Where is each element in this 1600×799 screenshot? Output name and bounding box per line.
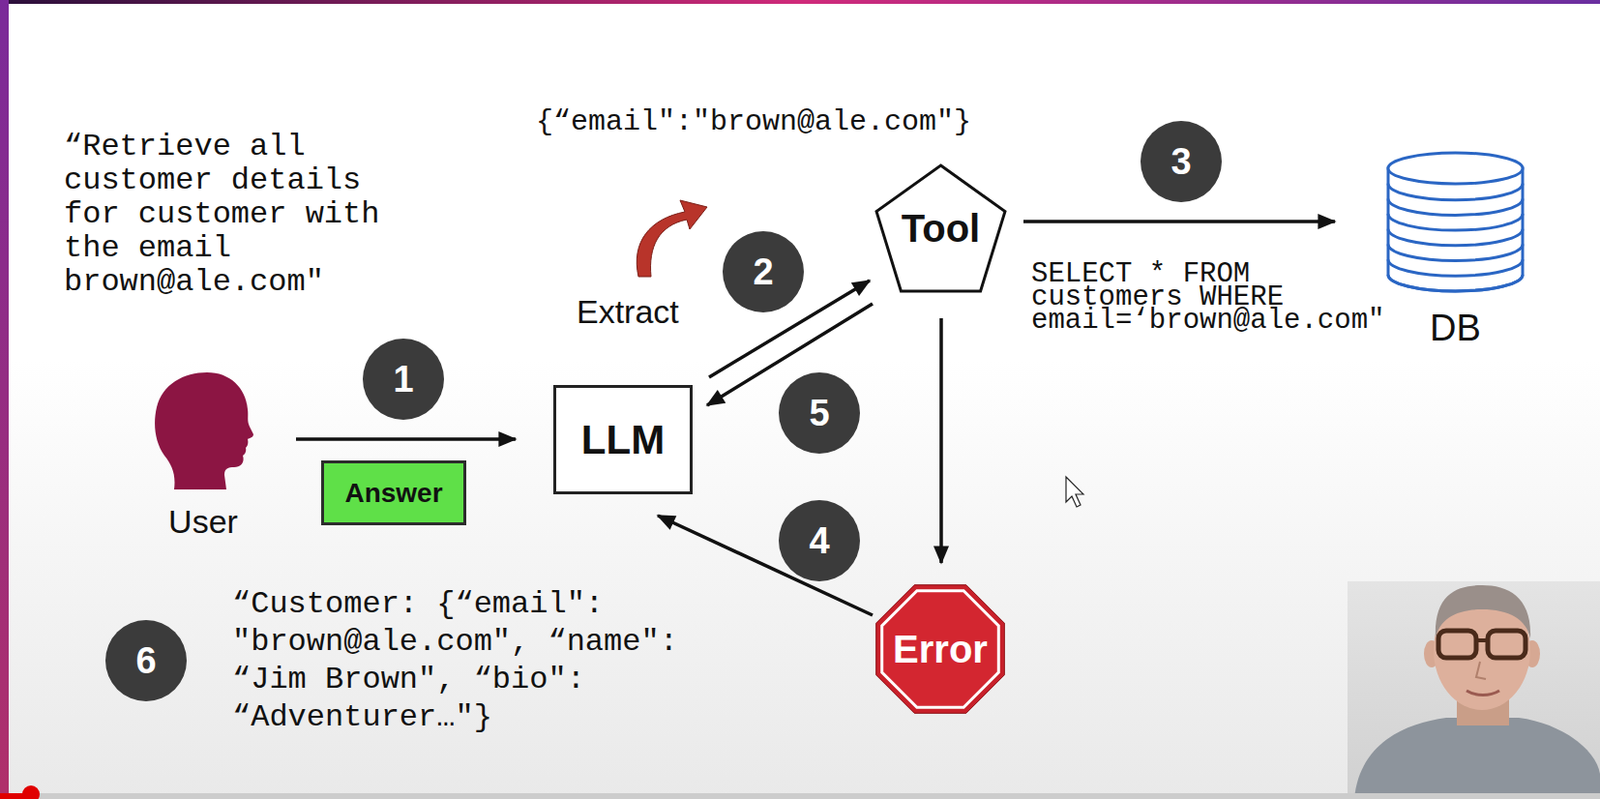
cylinder-disc xyxy=(1388,213,1523,231)
cylinder-body xyxy=(1388,168,1523,292)
user-actor: User xyxy=(152,370,254,541)
database-cylinder xyxy=(1385,150,1526,294)
shape-label: Error xyxy=(892,627,988,672)
request-text: “Retrieve all customer details for custo… xyxy=(63,129,387,299)
callout-number: 5 xyxy=(778,372,860,454)
sql-query: SELECT * FROM customers WHERE email=‘bro… xyxy=(1031,263,1375,333)
callout-number: 6 xyxy=(105,620,187,702)
cylinder-disc xyxy=(1388,259,1523,276)
mouse-cursor xyxy=(1066,476,1084,507)
side-strip xyxy=(0,0,9,799)
error-octagon: Error xyxy=(875,584,1006,714)
flow-arrow xyxy=(1023,219,1335,224)
head-silhouette xyxy=(154,372,254,490)
octagon-shape xyxy=(876,585,1006,714)
extracted-json: {“email":"brown@ale.com"} xyxy=(535,104,972,140)
cylinder-disc xyxy=(1388,183,1523,201)
user-head-icon xyxy=(152,370,254,490)
database-label: DB xyxy=(1429,307,1482,350)
tool-pentagon: Tool xyxy=(874,163,1008,294)
extract-arrow xyxy=(636,200,708,277)
cylinder-top xyxy=(1388,152,1523,184)
box-label: Answer xyxy=(344,477,443,509)
presenter-figure xyxy=(1347,581,1600,799)
cylinder-disc xyxy=(1388,198,1523,215)
progress-bar xyxy=(0,785,1600,799)
callout-number: 1 xyxy=(362,338,445,420)
database: DB xyxy=(1385,150,1526,350)
flow-arrow xyxy=(939,318,944,563)
answer-box: Answer xyxy=(321,460,467,526)
top-bar xyxy=(0,0,1600,4)
label-holder: User xyxy=(168,503,238,541)
actor-label: User xyxy=(168,503,238,541)
callout-number: 4 xyxy=(778,500,860,582)
octagon-inner-rim xyxy=(882,591,1000,709)
shape-label: Tool xyxy=(901,207,980,251)
callout-number: 3 xyxy=(1140,120,1222,203)
callout-number: 2 xyxy=(722,231,804,313)
flow-arrow xyxy=(296,437,516,442)
llm-box: LLM xyxy=(553,385,693,495)
cylinder-disc xyxy=(1388,229,1523,246)
customer-result: “Customer: {“email": "brown@ale.com", “n… xyxy=(232,585,740,737)
cylinder-disc xyxy=(1388,244,1523,262)
step-label: Extract xyxy=(576,292,680,331)
label-holder: DB xyxy=(1429,307,1482,350)
pentagon-shape xyxy=(876,165,1006,292)
cylinder-disc xyxy=(1388,274,1523,292)
box-label: LLM xyxy=(581,416,665,464)
